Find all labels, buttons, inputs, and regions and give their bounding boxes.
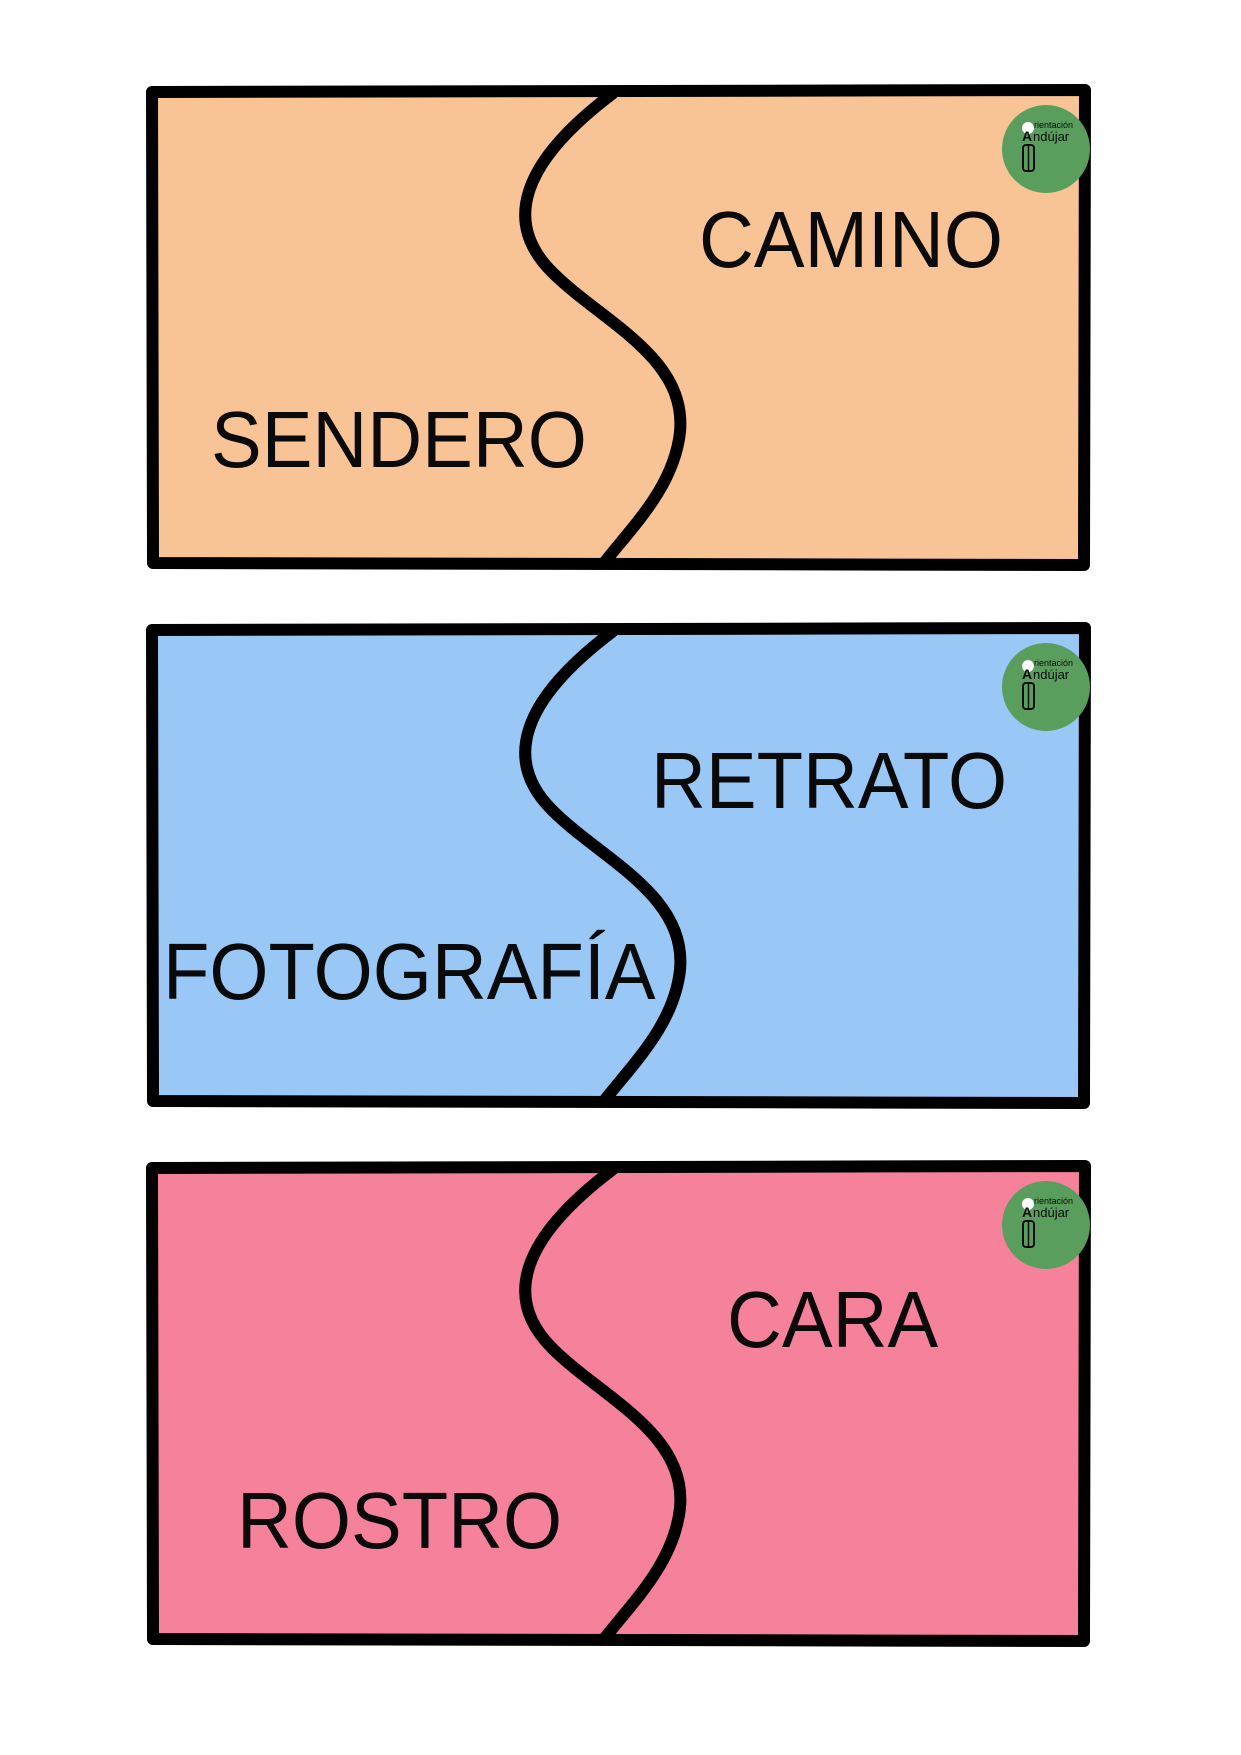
svg-text:ndújar: ndújar [1033, 129, 1070, 144]
svg-text:rientación: rientación [1034, 1196, 1073, 1206]
left-word: FOTOGRAFÍA [163, 927, 656, 1016]
svg-text:ndújar: ndújar [1033, 667, 1070, 682]
puzzle-divider-curve [519, 626, 687, 1107]
svg-text:A: A [1022, 128, 1032, 144]
svg-text:A: A [1022, 1204, 1032, 1220]
orientacion-andujar-logo: rientación A ndújar [1002, 643, 1090, 731]
puzzle-card-frame [146, 1160, 1091, 1647]
puzzle-card-2: FOTOGRAFÍA RETRATO rientación A ndújar [146, 622, 1091, 1109]
puzzle-card-frame [146, 622, 1091, 1109]
card-border [146, 622, 1091, 1109]
card-border [146, 84, 1091, 571]
orientacion-andujar-logo: rientación A ndújar [1002, 105, 1090, 193]
svg-text:A: A [1022, 666, 1032, 682]
left-word: ROSTRO [237, 1476, 563, 1565]
left-word: SENDERO [211, 395, 587, 484]
puzzle-divider-curve [519, 1164, 687, 1645]
puzzle-card-frame [146, 84, 1091, 571]
right-word: CAMINO [699, 195, 1003, 284]
puzzle-card-1: SENDERO CAMINO rientación A ndújar [146, 84, 1091, 571]
orientacion-andujar-logo: rientación A ndújar [1002, 1181, 1090, 1269]
svg-text:rientación: rientación [1034, 658, 1073, 668]
puzzle-divider-curve [519, 88, 687, 569]
right-word: RETRATO [651, 736, 1008, 825]
right-word: CARA [727, 1275, 939, 1364]
card-border [146, 1160, 1091, 1647]
puzzle-card-3: ROSTRO CARA rientación A ndújar [146, 1160, 1091, 1647]
svg-text:rientación: rientación [1034, 120, 1073, 130]
svg-text:ndújar: ndújar [1033, 1205, 1070, 1220]
